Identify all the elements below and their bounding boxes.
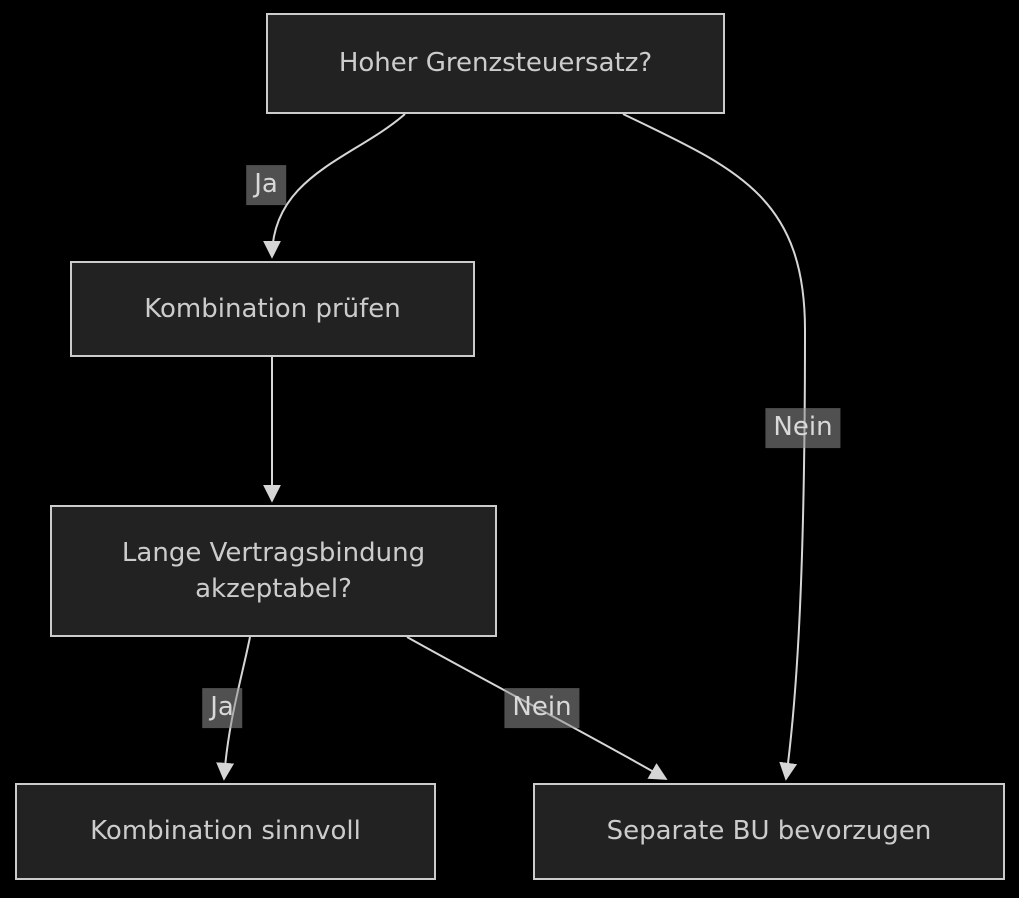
node-hoher-grenzsteuersatz: Hoher Grenzsteuersatz? [266,13,725,114]
node-kombination-pruefen: Kombination prüfen [70,261,475,357]
node-label: Separate BU bevorzugen [606,816,932,847]
edge-a-to-b [263,113,406,259]
edge-label-ja-a-b: Ja [246,165,286,205]
edge-label-nein-c-e: Nein [504,688,580,728]
edge-label-ja-c-d: Ja [202,688,242,728]
edge-label-nein-a-e: Nein [765,408,841,448]
edge-a-to-e [622,113,807,781]
node-label: Hoher Grenzsteuersatz? [338,48,653,79]
node-label: Kombination sinnvoll [90,816,361,847]
node-label: Kombination prüfen [144,293,401,324]
node-lange-vertragsbindung: Lange Vertragsbindung akzeptabel? [50,505,497,637]
node-label: Lange Vertragsbindung akzeptabel? [121,537,426,604]
node-separate-bu-bevorzugen: Separate BU bevorzugen [533,783,1005,880]
node-kombination-sinnvoll: Kombination sinnvoll [15,783,436,880]
